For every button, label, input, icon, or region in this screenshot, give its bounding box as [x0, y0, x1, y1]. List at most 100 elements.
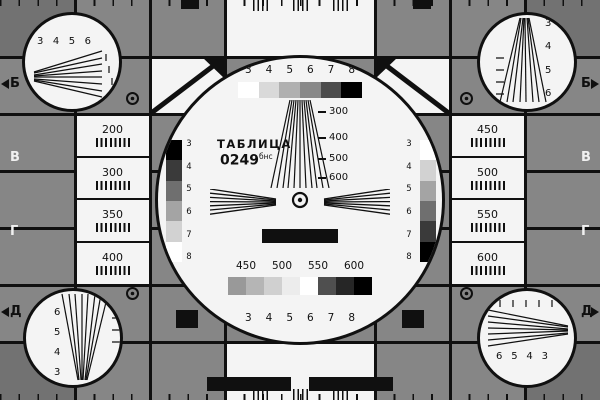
bottom-black-bar [309, 377, 393, 391]
edge-arrow-icon [591, 79, 599, 89]
grayscale-step [279, 82, 301, 98]
row-letter-right-b: Б [581, 76, 591, 91]
grayscale-strip-left [166, 140, 182, 262]
tick-group [253, 389, 268, 400]
edge-arrow-icon [1, 79, 9, 89]
scale-number: 4 [52, 36, 60, 47]
resolution-number: 200 [102, 122, 123, 136]
scale-number: 6 [84, 36, 91, 47]
grid-line-horizontal [525, 170, 600, 173]
bullseye-marker-icon [460, 92, 473, 105]
convergence-fan-icon [496, 17, 547, 103]
grayscale-bar-top [238, 82, 363, 98]
resolution-lines [95, 222, 130, 232]
resolution-cell: 500 [451, 157, 524, 199]
row-letter-left-d: Д [10, 304, 22, 319]
resolution-cell: 200 [76, 114, 149, 156]
resolution-number: 400 [102, 250, 123, 264]
reference-black-square [402, 310, 424, 328]
cell-separator [75, 156, 150, 158]
grayscale-bar-bottom [228, 277, 372, 295]
scale-number: 3 [244, 312, 252, 324]
resolution-lines [95, 265, 130, 275]
convergence-fan-icon [33, 50, 116, 98]
resolution-number: 500 [477, 165, 498, 179]
grayscale-step [238, 82, 259, 98]
grayscale-step [420, 200, 436, 222]
row-letter-right-g: Г [581, 224, 590, 239]
horizontal-wedge-left-icon [210, 189, 277, 215]
resolution-cell: 600 [451, 242, 524, 284]
scale-number: 4 [406, 161, 412, 172]
scale-number: 4 [186, 161, 192, 172]
resolution-cell: 550 [451, 199, 524, 241]
diagonal-stripe-icon [150, 57, 225, 114]
leader-dash [318, 111, 326, 113]
grayscale-step [166, 160, 182, 181]
center-bullseye-icon [291, 191, 309, 209]
resolution-number: 600 [477, 250, 498, 264]
convergence-fan-icon [61, 293, 120, 381]
vertical-wedge-fan-icon [270, 100, 330, 188]
reference-black-square [176, 310, 198, 328]
resolution-cell: 400 [76, 242, 149, 284]
edge-arrow-icon [1, 307, 9, 317]
scale-number: 3 [37, 36, 44, 47]
bullseye-marker-icon [126, 92, 139, 105]
grayscale-step [166, 221, 182, 242]
scale-number: 6 [186, 207, 192, 218]
grayscale-step [264, 277, 282, 295]
scale-number: 5 [406, 184, 412, 195]
tick-group [333, 0, 348, 11]
scale-number: 4 [54, 347, 61, 358]
scale-number: 8 [348, 312, 356, 324]
scale-number: 5 [286, 312, 294, 324]
leader-dash [318, 137, 326, 139]
grayscale-step [341, 82, 363, 98]
wedge-label: 500 [318, 154, 348, 164]
scale-number: 550 [307, 260, 329, 272]
wedge-label: 300 [318, 107, 348, 117]
scale-number: 3 [244, 64, 252, 76]
resolution-lines [470, 180, 505, 190]
grayscale-step [166, 200, 182, 222]
grayscale-step [300, 277, 318, 295]
scale-number: 6 [307, 64, 314, 76]
scale-number: 3 [54, 367, 61, 378]
scale-number: 8 [186, 252, 192, 263]
scale-number: 4 [265, 312, 273, 324]
grayscale-step [354, 277, 372, 295]
resolution-lines [95, 137, 130, 147]
resolution-lines [470, 137, 505, 147]
grid-line-vertical [524, 0, 527, 400]
scale-number: 7 [406, 229, 412, 240]
grayscale-step [166, 140, 182, 161]
tick-group [293, 0, 308, 11]
scale-number: 6 [307, 312, 314, 324]
scale-number: 450 [235, 260, 257, 272]
scale-number: 5 [54, 327, 61, 338]
tick-group [253, 0, 268, 11]
grayscale-step [166, 241, 182, 262]
grayscale-step [320, 82, 342, 98]
row-letter-right-v: В [581, 150, 591, 165]
scale-number: 8 [348, 64, 356, 76]
scale-number: 3 [545, 18, 552, 29]
scale-number: 600 [343, 260, 365, 272]
grayscale-step [228, 277, 246, 295]
cell-separator [75, 241, 150, 243]
scale-number: 6 [545, 87, 552, 99]
scale-number: 4 [526, 351, 533, 362]
tick-group [333, 389, 348, 400]
grayscale-step [282, 277, 300, 295]
grayscale-step [166, 180, 182, 201]
